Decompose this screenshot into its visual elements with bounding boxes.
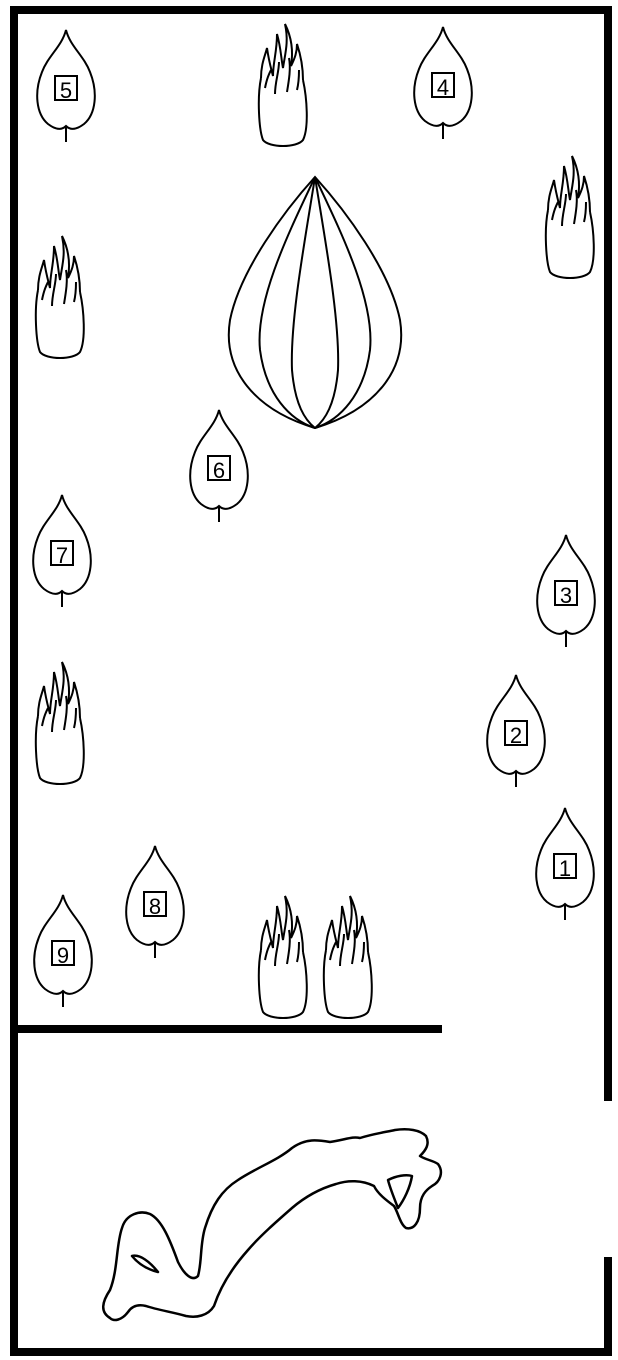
fire-icon: [36, 236, 84, 358]
fire-icon: [259, 896, 307, 1018]
leaf-label: 9: [57, 943, 69, 968]
fire-icon: [324, 896, 372, 1018]
leaf-1[interactable]: 1: [536, 808, 594, 920]
fire-icon: [546, 156, 594, 278]
balloon-drop-icon: [229, 177, 401, 428]
leaf-4[interactable]: 4: [414, 27, 472, 139]
leaf-3[interactable]: 3: [537, 535, 595, 647]
fire-icon: [259, 24, 307, 146]
leaf-label: 1: [559, 856, 571, 881]
crawling-person-outline: [103, 1129, 441, 1320]
fire-icon: [36, 662, 84, 784]
leaf-label: 3: [560, 583, 572, 608]
leaf-2[interactable]: 2: [487, 675, 545, 787]
leaf-label: 8: [149, 894, 161, 919]
leaf-label: 7: [56, 543, 68, 568]
leaf-6[interactable]: 6: [190, 410, 248, 522]
leaf-8[interactable]: 8: [126, 846, 184, 958]
leaf-9[interactable]: 9: [34, 895, 92, 1007]
leaf-7[interactable]: 7: [33, 495, 91, 607]
leaf-label: 4: [437, 75, 449, 100]
room-walls: [10, 6, 612, 1356]
leaf-label: 6: [213, 458, 225, 483]
leaf-5[interactable]: 5: [37, 30, 95, 142]
leaf-label: 5: [60, 78, 72, 103]
leaf-label: 2: [510, 723, 522, 748]
